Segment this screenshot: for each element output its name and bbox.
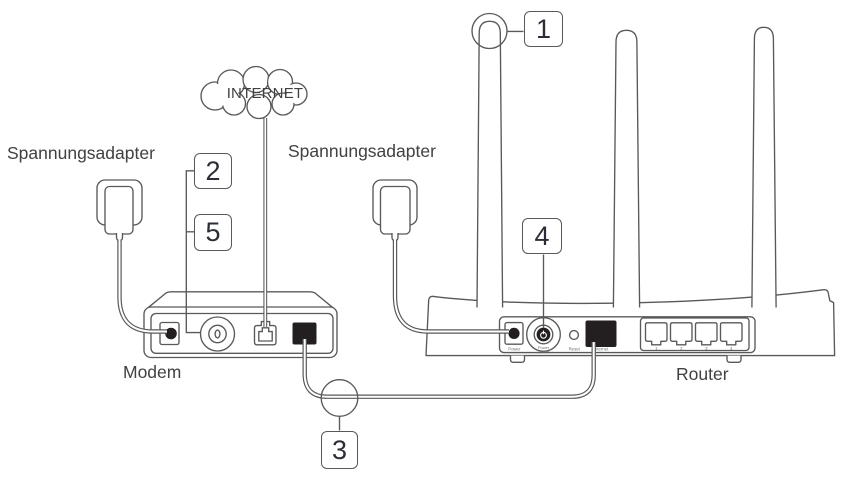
lan-port-3 xyxy=(694,322,718,346)
router-power-on-off-button xyxy=(526,317,561,352)
router-foot-right xyxy=(726,355,742,363)
callout-1-marker xyxy=(471,12,524,50)
callout-box-3: 3 xyxy=(321,431,358,469)
lan-port-2-label: 2 xyxy=(680,346,683,351)
modem-label: Modem xyxy=(123,362,182,382)
router-power-onoff-label-line2: On/Off xyxy=(538,350,551,355)
modem-device xyxy=(143,291,338,359)
router-foot-left xyxy=(509,355,526,363)
router-power-port xyxy=(504,321,524,345)
modem-dsl-port xyxy=(253,320,277,346)
ethernet-cable xyxy=(302,339,596,399)
lan-port-4-label: 4 xyxy=(730,346,733,351)
router-power-onoff-label-line1: Power xyxy=(538,345,550,350)
callout-box-2: 2 xyxy=(194,153,232,189)
modem-power-port xyxy=(159,321,180,346)
router-device: Power Power On/Off Reset Internet 1 2 3 … xyxy=(425,20,836,363)
power-cable-left xyxy=(117,239,167,334)
lan-port-2 xyxy=(669,322,693,346)
modem-top-face xyxy=(147,291,334,309)
callout-2-5-pointer-line xyxy=(185,170,201,334)
callout-box-1: 1 xyxy=(524,11,563,47)
lan-port-3-label: 3 xyxy=(705,346,708,351)
power-cable-right xyxy=(392,239,509,334)
router-antenna-right xyxy=(751,26,777,308)
power-adapter-right xyxy=(372,179,418,242)
router-internet-port-label: Internet xyxy=(594,347,609,352)
internet-label: INTERNET xyxy=(226,85,304,102)
power-adapter-left-label: Spannungsadapter xyxy=(7,143,155,163)
lan-port-1-label: 1 xyxy=(655,346,658,351)
power-adapter-left xyxy=(96,179,143,242)
router-reset-label: Reset xyxy=(569,346,581,351)
callout-box-5: 5 xyxy=(194,214,232,251)
router-label: Router xyxy=(676,364,729,384)
power-adapter-right-label: Spannungsadapter xyxy=(288,141,436,161)
router-internet-port xyxy=(585,320,617,347)
internet-cloud-icon xyxy=(200,65,308,120)
lan-port-4 xyxy=(719,322,743,346)
router-antenna-middle xyxy=(612,29,641,308)
modem-coax-port xyxy=(199,316,236,352)
callout-box-4: 4 xyxy=(522,218,562,254)
router-antenna-left xyxy=(476,20,504,308)
router-power-port-label: Power xyxy=(508,346,521,351)
modem-ethernet-port xyxy=(292,322,317,345)
router-reset-button xyxy=(568,329,580,341)
router-lan-ports xyxy=(639,317,750,352)
lan-port-1 xyxy=(644,322,668,346)
callout-3-marker xyxy=(320,379,359,431)
